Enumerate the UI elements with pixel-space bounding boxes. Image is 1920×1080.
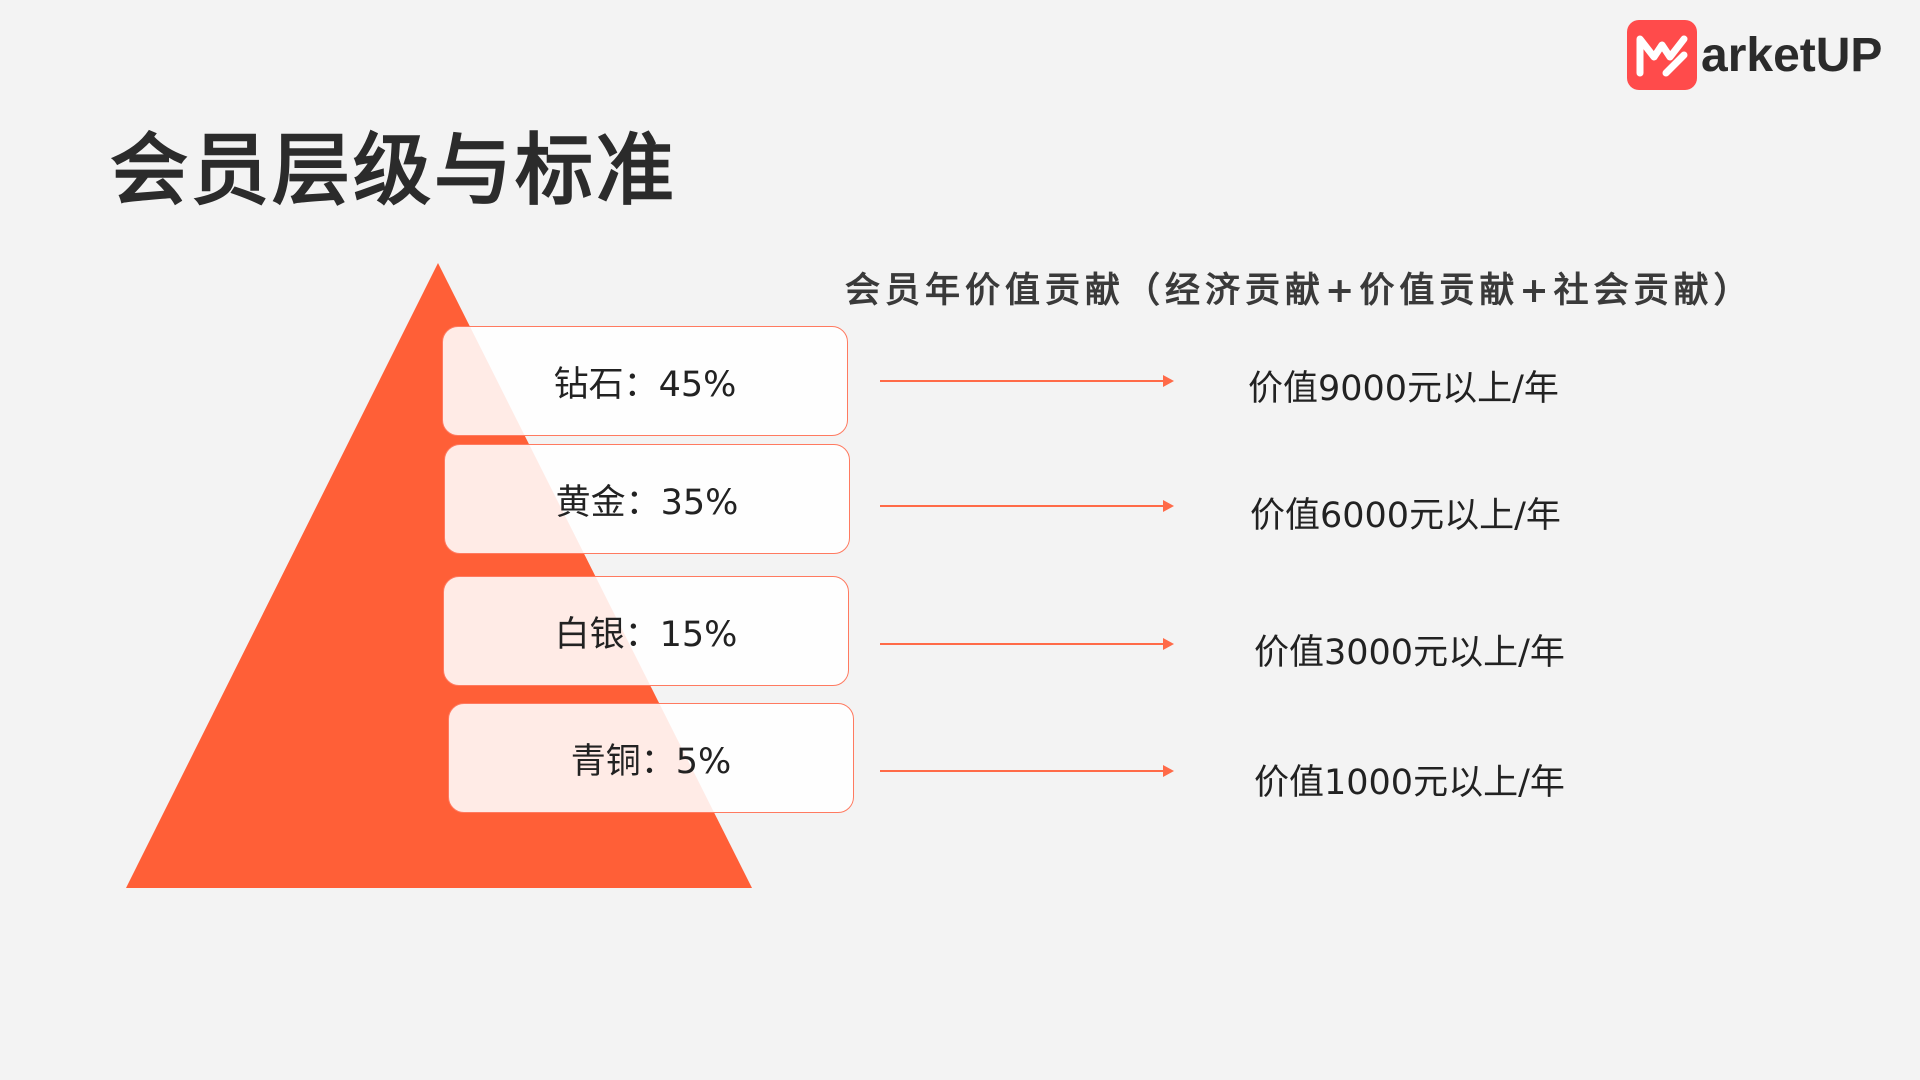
tier-value-silver: 价值3000元以上/年: [1254, 633, 1565, 673]
tier-label-diamond: 钻石：45%: [553, 364, 737, 405]
arrow-gold: [880, 500, 1174, 512]
tier-value-diamond: 价值9000元以上/年: [1248, 369, 1559, 409]
arrow-diamond: [880, 375, 1174, 387]
arrow-bronze: [880, 765, 1174, 777]
page-title: 会员层级与标准: [110, 126, 678, 216]
logo-text: arketUP: [1701, 28, 1883, 82]
subtitle: 会员年价值贡献（经济贡献+价值贡献+社会贡献）: [845, 271, 1754, 311]
tier-value-bronze: 价值1000元以上/年: [1254, 763, 1565, 803]
arrow-silver: [880, 638, 1174, 650]
tier-box-bronze: 青铜：5%: [448, 703, 854, 813]
logo-mark-icon: [1627, 20, 1697, 90]
logo: arketUP: [1627, 20, 1882, 90]
tier-box-silver: 白银：15%: [443, 576, 849, 686]
tier-box-diamond: 钻石：45%: [442, 326, 848, 436]
tier-value-gold: 价值6000元以上/年: [1250, 496, 1561, 536]
tier-label-silver: 白银：15%: [554, 614, 738, 655]
tier-label-gold: 黄金：35%: [555, 482, 739, 523]
tier-label-bronze: 青铜：5%: [570, 741, 732, 782]
tier-box-gold: 黄金：35%: [444, 444, 850, 554]
